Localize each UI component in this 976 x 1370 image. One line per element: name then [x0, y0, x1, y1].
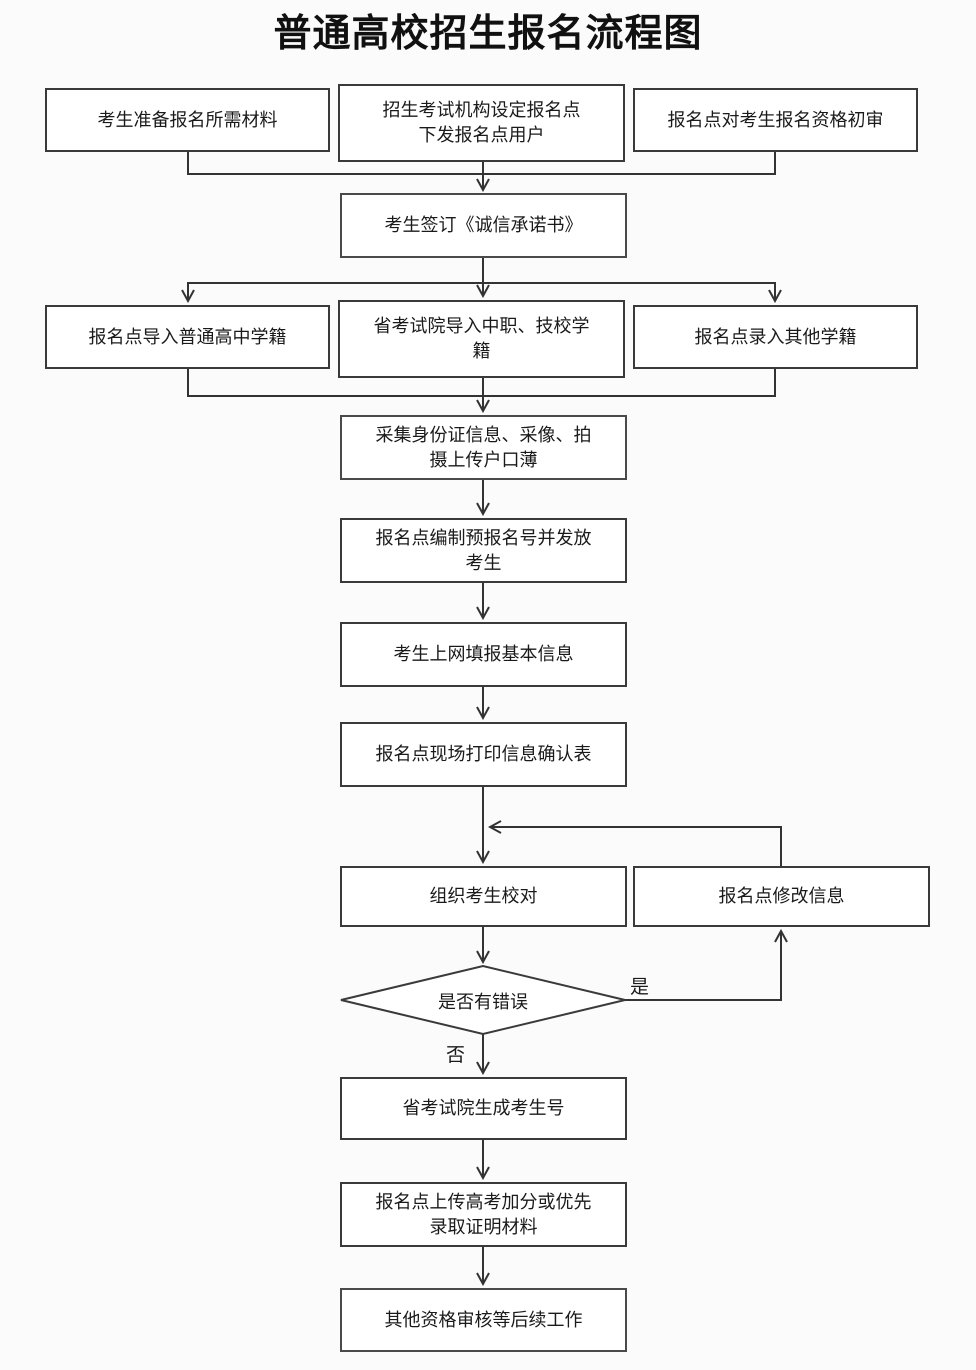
node-prepare-materials: 考生准备报名所需材料	[45, 88, 330, 152]
node-sign-promise: 考生签订《诚信承诺书》	[340, 193, 627, 258]
branch-label-yes: 是	[630, 977, 650, 998]
node-import-highschool: 报名点导入普通高中学籍	[45, 305, 330, 369]
node-pre-number: 报名点编制预报名号并发放 考生	[340, 518, 627, 583]
node-fill-online: 考生上网填报基本信息	[340, 622, 627, 687]
decision-has-error: 是否有错误	[438, 991, 528, 1012]
node-collect-id-info: 采集身份证信息、采像、拍 摄上传户口薄	[340, 415, 627, 480]
node-import-other: 报名点录入其他学籍	[633, 305, 918, 369]
node-import-vocational: 省考试院导入中职、技校学 籍	[338, 300, 625, 378]
node-organize-proofread: 组织考生校对	[340, 866, 627, 927]
node-print-confirm: 报名点现场打印信息确认表	[340, 722, 627, 787]
node-follow-up: 其他资格审核等后续工作	[340, 1288, 627, 1352]
node-modify-info: 报名点修改信息	[633, 866, 930, 927]
node-upload-bonus: 报名点上传高考加分或优先 录取证明材料	[340, 1182, 627, 1247]
node-generate-number: 省考试院生成考生号	[340, 1077, 627, 1140]
node-initial-review: 报名点对考生报名资格初审	[633, 88, 918, 152]
branch-label-no: 否	[446, 1045, 466, 1066]
node-setup-site-users: 招生考试机构设定报名点 下发报名点用户	[338, 84, 625, 162]
page-title: 普通高校招生报名流程图	[273, 12, 703, 55]
